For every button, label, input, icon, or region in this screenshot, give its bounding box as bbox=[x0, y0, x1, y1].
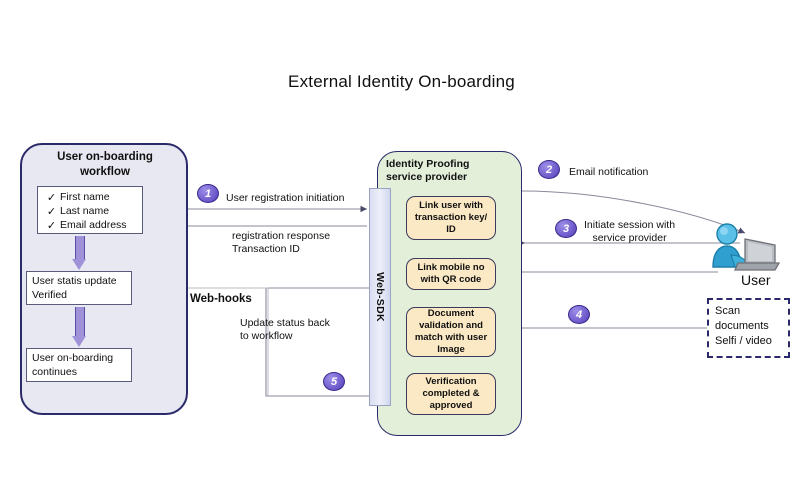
step-badge-5: 5 bbox=[323, 372, 345, 391]
step-badge-2: 2 bbox=[538, 160, 560, 179]
step-badge-3: 3 bbox=[555, 219, 577, 238]
check-icon: ✓ bbox=[46, 205, 57, 218]
page-title: External Identity On-boarding bbox=[288, 72, 515, 91]
step-badge-4: 4 bbox=[568, 305, 590, 324]
workflow-panel-title: User on-boarding workflow bbox=[30, 150, 180, 180]
checklist-label: Email address bbox=[60, 219, 127, 231]
label-webhooks: Web-hooks bbox=[190, 293, 252, 305]
idp-step-verification-completed: Verification completed & approved bbox=[406, 373, 496, 415]
workflow-title-line2: workflow bbox=[80, 166, 130, 178]
idp-panel-title: Identity Proofing service provider bbox=[386, 158, 514, 184]
down-arrow-icon bbox=[72, 307, 86, 347]
user-onboarding-continues-box: User on-boarding continues bbox=[26, 348, 132, 382]
list-item: ✓ Last name bbox=[38, 204, 142, 218]
list-item: ✓ Email address bbox=[38, 218, 142, 232]
label-email-notification: Email notification bbox=[569, 166, 649, 178]
label-initiate-session: Initiate session with service provider bbox=[584, 219, 676, 244]
checklist-label: Last name bbox=[60, 205, 110, 217]
label-update-status-back: Update status back to workflow bbox=[240, 317, 330, 342]
down-arrow-icon bbox=[72, 236, 86, 270]
check-icon: ✓ bbox=[46, 219, 57, 232]
web-sdk-label: Web-SDK bbox=[374, 272, 386, 322]
idp-title-line1: Identity Proofing bbox=[386, 158, 470, 170]
user-status-update-box: User statis update Verified bbox=[26, 271, 132, 305]
idp-step-document-validation: Document validation and match with user … bbox=[406, 307, 496, 357]
step-badge-1: 1 bbox=[197, 184, 219, 203]
user-label: User bbox=[741, 272, 771, 288]
idp-step-link-user: Link user with transaction key/ ID bbox=[406, 196, 496, 240]
idp-step-link-mobile: Link mobile no with QR code bbox=[406, 258, 496, 290]
user-with-laptop-icon bbox=[712, 223, 781, 271]
list-item: ✓ First name bbox=[38, 190, 142, 204]
checklist-label: First name bbox=[60, 191, 110, 203]
label-user-registration-initiation: User registration initiation bbox=[226, 192, 345, 204]
registration-checklist: ✓ First name ✓ Last name ✓ Email address bbox=[37, 186, 143, 234]
label-registration-response: registration response Transaction ID bbox=[232, 230, 331, 255]
check-icon: ✓ bbox=[46, 191, 57, 204]
scan-documents-box: Scan documents Selfi / video bbox=[707, 298, 790, 358]
workflow-title-line1: User on-boarding bbox=[57, 151, 153, 163]
web-sdk-bar bbox=[369, 188, 391, 406]
idp-title-line2: service provider bbox=[386, 171, 468, 183]
